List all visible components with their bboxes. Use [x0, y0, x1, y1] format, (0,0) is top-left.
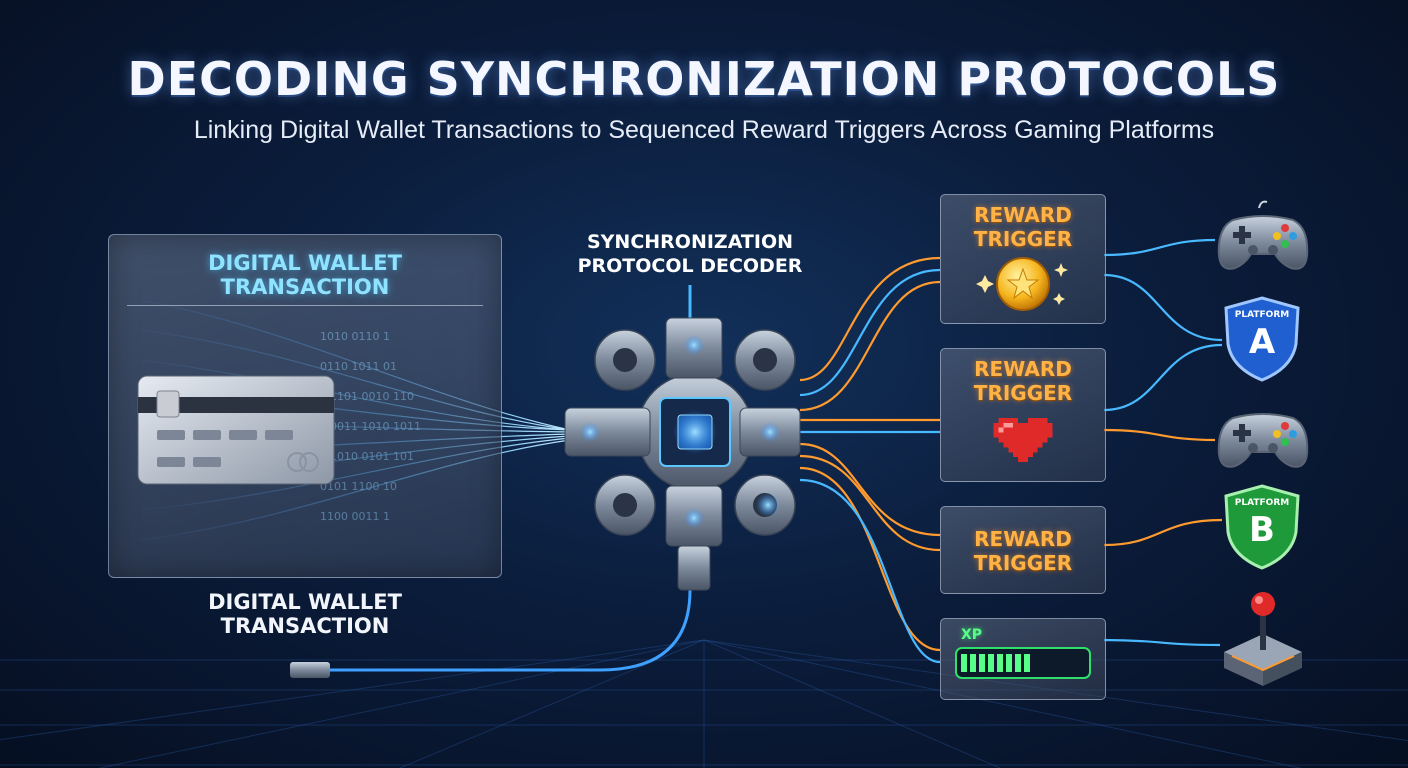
platform-a-letter: A [1248, 322, 1276, 362]
shield-icon [1224, 296, 1300, 382]
gamepad-icon [1217, 413, 1309, 468]
wallet-panel: DIGITAL WALLET TRANSACTION [108, 234, 502, 578]
platform-b-letter: B [1249, 510, 1275, 550]
decoder-machine [564, 285, 801, 591]
xp-card: XP [940, 618, 1106, 700]
wallet-caption-line1: DIGITAL WALLET [208, 590, 402, 614]
page-subtitle: Linking Digital Wallet Transactions to S… [193, 116, 1215, 144]
reward-label-line1: REWARD [974, 203, 1072, 227]
reward-trigger-card-2: REWARD TRIGGER [940, 348, 1106, 482]
page-title: DECODING SYNCHRONIZATION PROTOCOLS [127, 52, 1281, 106]
platform-b-top-text: PLATFORM [1234, 498, 1290, 508]
xp-bar-icon [955, 647, 1091, 679]
reward-trigger-card-3: REWARD TRIGGER [940, 506, 1106, 594]
decoder-label-line2: PROTOCOL DECODER [577, 255, 803, 277]
xp-segment [1006, 654, 1012, 672]
reward-label-line2: TRIGGER [973, 381, 1073, 405]
xp-fill [961, 654, 1030, 672]
decoder-label: SYNCHRONIZATION PROTOCOL DECODER [560, 230, 820, 278]
reward-to-platform-lines [1103, 238, 1223, 647]
reward-label-line1: REWARD [974, 357, 1072, 381]
fiber-cable [180, 589, 692, 678]
wallet-heading-line1: DIGITAL WALLET [208, 251, 402, 275]
wallet-panel-heading: DIGITAL WALLET TRANSACTION [109, 251, 501, 299]
wallet-divider [127, 305, 483, 306]
xp-segment [1024, 654, 1030, 672]
platform-b-badge: PLATFORM B [1222, 484, 1302, 570]
reward-label-line2: TRIGGER [973, 227, 1073, 251]
reward-trigger-label: REWARD TRIGGER [941, 203, 1105, 251]
gamepad-icon [1217, 200, 1309, 270]
shield-icon [1224, 484, 1300, 570]
platform-a-badge: PLATFORM A [1222, 296, 1302, 382]
pixel-heart-icon [993, 417, 1053, 463]
wallet-heading-line2: TRANSACTION [220, 275, 390, 299]
decoder-to-reward-lines [799, 256, 941, 664]
wallet-caption: DIGITAL WALLET TRANSACTION [160, 590, 450, 638]
reward-label-line1: REWARD [974, 527, 1072, 551]
xp-segment [997, 654, 1003, 672]
wallet-caption-line2: TRANSACTION [220, 614, 390, 638]
xp-segment [979, 654, 985, 672]
xp-label: XP [961, 627, 983, 643]
xp-segment [961, 654, 967, 672]
xp-segment [1015, 654, 1021, 672]
platform-a-top-text: PLATFORM [1234, 310, 1290, 320]
credit-card-icon [137, 375, 335, 485]
reward-trigger-label: REWARD TRIGGER [941, 357, 1105, 405]
grid-floor [0, 639, 1408, 768]
reward-label-line2: TRIGGER [973, 551, 1073, 575]
xp-segment [970, 654, 976, 672]
reward-trigger-card-1: REWARD TRIGGER [940, 194, 1106, 324]
joystick-icon [1224, 592, 1302, 686]
gold-coin-icon [976, 257, 1068, 311]
decoder-label-line1: SYNCHRONIZATION [586, 231, 794, 253]
reward-trigger-label: REWARD TRIGGER [941, 527, 1105, 575]
xp-segment [988, 654, 994, 672]
